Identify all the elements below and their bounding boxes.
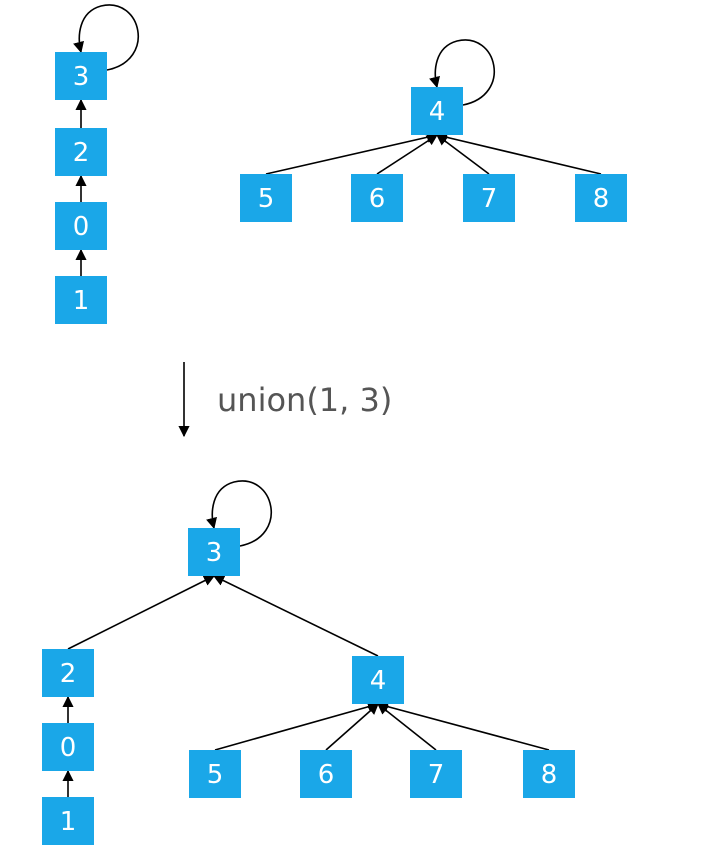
after-node-0-label: 0 — [60, 733, 77, 763]
before-node-1-label: 1 — [73, 286, 90, 316]
after-node-2-label: 2 — [60, 659, 77, 689]
before-node-5-box — [240, 174, 292, 222]
before-node-4: 4 — [411, 87, 463, 135]
after-edge-4-3 — [212, 575, 379, 657]
before-node-0-label: 0 — [73, 212, 90, 242]
after-node-6: 6 — [300, 750, 352, 798]
before-node-8: 8 — [575, 174, 627, 222]
before-node-7-box — [463, 174, 515, 222]
after-edge-7-4 — [377, 703, 437, 751]
operation-label: union(1, 3) — [217, 381, 392, 419]
after-node-5: 5 — [189, 750, 241, 798]
before-self-loop-3 — [73, 4, 139, 71]
after-edge-5-4 — [214, 701, 380, 751]
after-node-8-label: 8 — [541, 760, 558, 790]
before-node-8-label: 8 — [593, 184, 610, 214]
after-node-8-box — [523, 750, 575, 798]
before-node-7: 7 — [463, 174, 515, 222]
after-node-8: 8 — [523, 750, 575, 798]
after-edge-2-3 — [67, 575, 216, 650]
after-self-loop-3 — [206, 480, 272, 547]
before-node-3-label: 3 — [73, 62, 90, 92]
nodes: 3 2 0 1 4 5 6 7 8 3 2 0 1 4 5 6 7 8 — [42, 52, 627, 845]
after-node-1-label: 1 — [60, 807, 77, 837]
after-node-0: 0 — [42, 723, 94, 771]
after-node-1: 1 — [42, 797, 94, 845]
before-node-4-box — [411, 87, 463, 135]
before-node-5-label: 5 — [258, 184, 275, 214]
before-node-6-box — [351, 174, 403, 222]
after-edge-8-4 — [376, 701, 550, 751]
after-node-5-label: 5 — [207, 760, 224, 790]
before-edge-8-4 — [435, 131, 602, 175]
before-node-2-box — [55, 128, 107, 176]
edges — [62, 4, 602, 797]
before-self-loop-4 — [429, 39, 495, 106]
before-node-7-label: 7 — [481, 184, 498, 214]
before-node-2-label: 2 — [73, 138, 90, 168]
before-node-6: 6 — [351, 174, 403, 222]
before-edge-5-4 — [265, 131, 439, 175]
after-node-1-box — [42, 797, 94, 845]
before-node-6-label: 6 — [369, 184, 386, 214]
before-node-2: 2 — [55, 128, 107, 176]
after-node-7-box — [410, 750, 462, 798]
after-node-7-label: 7 — [428, 760, 445, 790]
before-node-0-box — [55, 202, 107, 250]
after-node-3-label: 3 — [206, 538, 223, 568]
before-node-1: 1 — [55, 276, 107, 324]
after-node-4-label: 4 — [370, 666, 387, 696]
after-node-0-box — [42, 723, 94, 771]
before-node-0: 0 — [55, 202, 107, 250]
before-node-1-box — [55, 276, 107, 324]
after-node-2: 2 — [42, 649, 94, 697]
after-node-5-box — [189, 750, 241, 798]
before-node-3: 3 — [55, 52, 107, 100]
after-node-6-box — [300, 750, 352, 798]
after-node-4: 4 — [352, 656, 404, 704]
after-node-2-box — [42, 649, 94, 697]
after-node-6-label: 6 — [318, 760, 335, 790]
before-node-3-box — [55, 52, 107, 100]
before-node-8-box — [575, 174, 627, 222]
after-node-4-box — [352, 656, 404, 704]
after-node-3: 3 — [188, 528, 240, 576]
before-edge-6-4 — [376, 134, 438, 175]
before-node-4-label: 4 — [429, 97, 446, 127]
before-node-5: 5 — [240, 174, 292, 222]
after-edge-6-4 — [325, 703, 379, 751]
after-node-7: 7 — [410, 750, 462, 798]
after-node-3-box — [188, 528, 240, 576]
